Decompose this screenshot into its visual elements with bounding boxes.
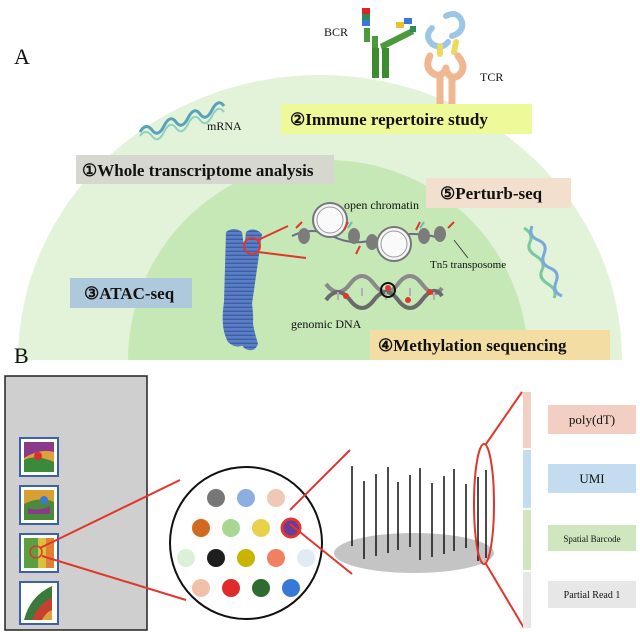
spot-zoom-line-bottom [41,555,187,601]
strip-polydt [523,392,531,448]
polydt-box [548,405,636,434]
spot-11 [267,549,285,567]
spot-grid [177,489,315,597]
spot-15 [252,579,270,597]
capture-area [334,533,494,573]
spot-8 [177,549,195,567]
spot-12 [297,549,315,567]
perturb-seq-box [426,178,571,208]
genomic-dna-icon [324,274,444,310]
strip-partial [523,572,531,628]
strip-umi [523,450,531,508]
umi-box [548,464,636,493]
tn5-pointer [453,239,469,259]
spot-6 [252,519,270,537]
mrna-icon [138,101,226,141]
spot-14 [222,579,240,597]
oligo-zoom-line-bottom [485,563,525,629]
spot-1 [207,489,225,507]
umi-label: UMI [579,471,604,486]
spot-13 [192,579,210,597]
genomic-dna-label: genomic DNA [291,317,362,331]
spatial-barcode-box [548,525,636,551]
tissue-thumbnail-3 [19,533,59,573]
bcr-icon [362,8,416,78]
spot-array-circle [169,466,323,620]
spot-3 [267,489,285,507]
perturb-seq-label: ⑤Perturb-seq [440,184,543,203]
tissue-thumbnail-2 [19,485,59,525]
methylation-label: ④Methylation sequencing [378,336,567,355]
spot-zoom-line-top [39,479,181,549]
bcr-label: BCR [324,25,348,39]
spot-16 [282,579,300,597]
panel-b-letter: B [14,343,29,368]
tcr-label: TCR [480,70,503,84]
open-chromatin-label: open chromatin [344,198,419,212]
partial-read-box [548,581,636,608]
probe-lines [351,466,487,561]
tissue-thumbnail-4 [19,581,59,625]
atac-seq-label: ③ATAC-seq [84,284,175,303]
oligo-zoom-line-top [485,391,523,445]
strip-spatial [523,510,531,570]
tn5-label: Tn5 transposome [430,259,506,271]
whole-transcriptome-box [76,155,334,184]
spot-7 [280,517,302,539]
mrna-label: mRNA [207,119,242,133]
spot-5 [222,519,240,537]
probe-highlight [473,443,495,565]
spot-4 [192,519,210,537]
spot-2 [237,489,255,507]
spot-10 [237,549,255,567]
partial-read-label: Partial Read 1 [564,590,621,601]
spatial-barcode-label: Spatial Barcode [563,534,620,544]
panel-a-letter: A [14,44,30,69]
methylation-box [370,330,610,360]
immune-repertoire-label: ②Immune repertoire study [290,110,488,129]
probe-zoom-line-bottom [289,523,353,575]
tissue-thumbnail-1 [19,437,59,477]
probe-zoom-line-top [289,449,351,511]
chromatin-zoom-line-top [257,225,289,241]
chromatin-zoom-line-bottom [257,251,307,259]
chromosome-icon [222,229,262,351]
polydt-label: poly(dT) [569,412,615,427]
immune-repertoire-box [281,104,532,134]
open-chromatin-icon [291,202,455,262]
tcr-icon [424,11,467,108]
perturb-dna-icon [523,225,563,299]
whole-transcriptome-label: ①Whole transcriptome analysis [82,161,314,180]
atac-seq-box [70,278,192,308]
spot-9 [207,549,225,567]
